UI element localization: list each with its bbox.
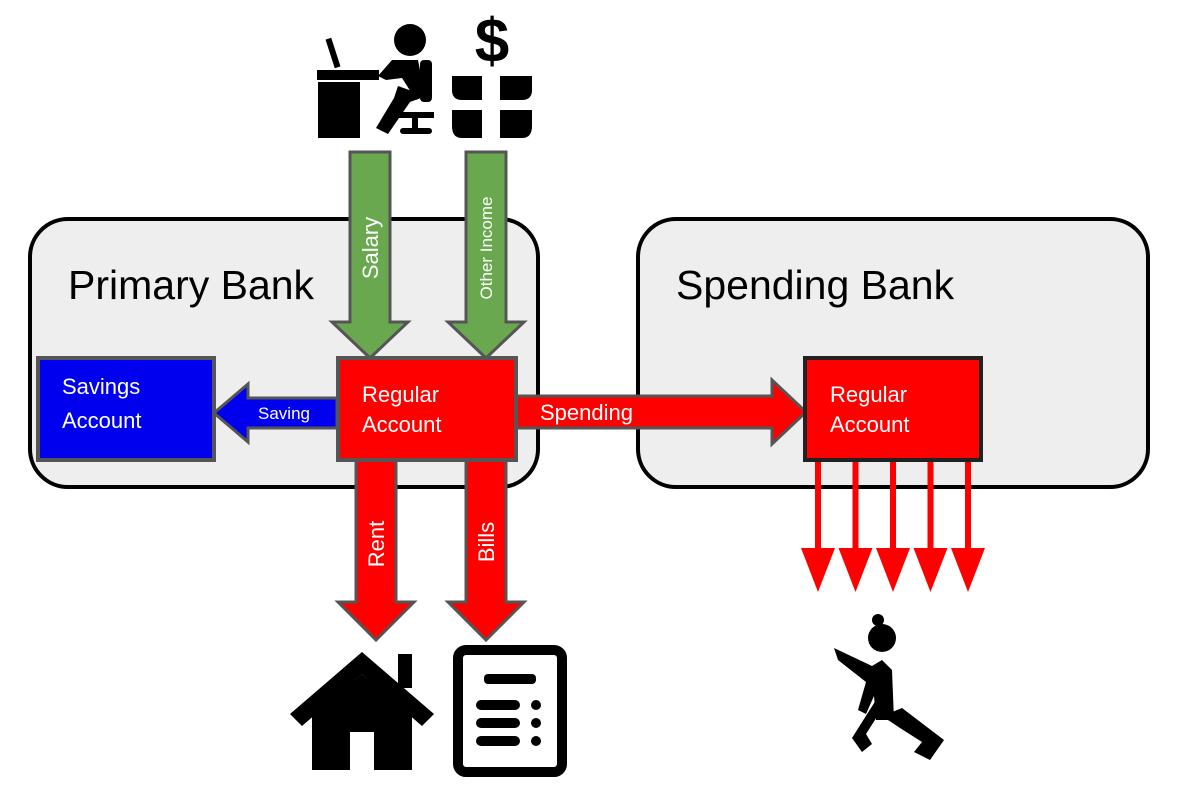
saving-arrow-shape [211, 380, 339, 446]
outflow-arrow [951, 462, 985, 592]
spending-label: Spending [540, 400, 633, 425]
jumping-person-icon [834, 614, 944, 760]
spending-bank-title: Spending Bank [676, 262, 955, 308]
savings-account-line1: Savings [62, 374, 140, 399]
primary-regular-account-box: Regular Account [336, 356, 518, 462]
other-income-arrow: Other Income [444, 150, 528, 361]
primary-regular-account-line1: Regular [362, 382, 439, 407]
savings-account-box: Savings Account [36, 356, 216, 462]
primary-bank-title: Primary Bank [68, 262, 315, 308]
other-income-arrow-shape [444, 150, 528, 361]
bills-arrow-shape [444, 458, 528, 643]
saving-label: Saving [258, 404, 310, 423]
person-at-desk-icon [317, 24, 434, 138]
outflow-arrow [876, 462, 910, 592]
savings-account-rect [36, 356, 216, 462]
bills-label: Bills [474, 522, 499, 562]
rent-arrow: Rent [334, 458, 418, 643]
rent-arrow-shape [334, 458, 418, 643]
saving-arrow: Saving [211, 380, 339, 446]
spending-arrow-shape [512, 376, 809, 448]
outflow-arrow [913, 462, 948, 592]
bills-arrow: Bills [444, 458, 528, 643]
spending-regular-account-line2: Account [830, 412, 910, 437]
salary-arrow-shape [328, 150, 412, 361]
savings-account-line2: Account [62, 408, 142, 433]
bill-document-icon [453, 645, 567, 777]
rent-label: Rent [364, 521, 389, 567]
salary-label: Salary [358, 217, 383, 279]
outflow-arrow [838, 462, 873, 592]
house-icon [290, 652, 434, 770]
outflow-arrow [801, 462, 835, 592]
salary-arrow: Salary [328, 150, 412, 361]
spending-regular-account-box: Regular Account [803, 356, 983, 462]
other-income-label: Other Income [477, 197, 496, 300]
svg-text:$: $ [475, 7, 509, 76]
spending-arrow: Spending [512, 376, 809, 448]
spending-regular-account-line1: Regular [830, 382, 907, 407]
primary-regular-account-rect [336, 356, 518, 462]
dollar-plant-icon: $ [452, 7, 532, 138]
outflow-arrows [801, 462, 985, 592]
spending-regular-account-rect [803, 356, 983, 462]
primary-regular-account-line2: Account [362, 412, 442, 437]
